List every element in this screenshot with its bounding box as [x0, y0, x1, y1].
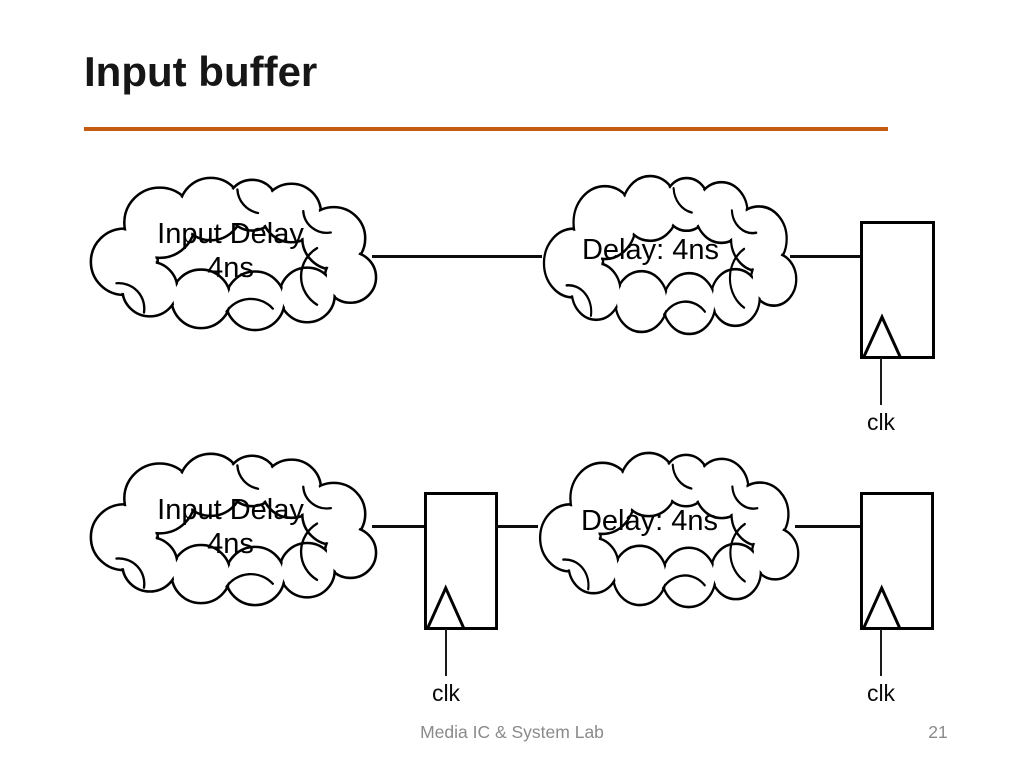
cloud-label-line2: 4ns — [207, 528, 254, 560]
delay-cloud-top: Delay: 4ns — [537, 170, 798, 337]
page-number: 21 — [928, 722, 948, 742]
clock-triangle-icon — [860, 221, 935, 359]
clk-label-bottom-right: clk — [866, 680, 896, 706]
wire-input-to-delay-top — [372, 255, 542, 258]
wire-delay-to-flipflop-bottom — [795, 525, 862, 528]
delay-cloud-bottom: Delay: 4ns — [533, 447, 800, 610]
cloud-label-line1: Input Delay — [157, 218, 304, 250]
input-flipflop-bottom — [424, 492, 498, 630]
cloud-label: Input Delay 4ns — [83, 217, 378, 285]
wire-delay-to-flipflop-top — [790, 255, 862, 258]
flipflop-top — [860, 221, 935, 359]
clock-stem-top — [880, 358, 882, 405]
flipflop-symbol — [860, 492, 934, 630]
input-delay-cloud-top: Input Delay 4ns — [83, 172, 378, 333]
slide-title: Input buffer — [84, 48, 318, 95]
cloud-label-line2: 4ns — [207, 252, 254, 284]
clock-stem-bottom-left — [445, 629, 447, 676]
clk-label-bottom-left: clk — [431, 680, 461, 706]
cloud-label: Delay: 4ns — [581, 234, 719, 266]
wire-input-to-flipflop-bottom — [372, 525, 426, 528]
clk-label-top: clk — [866, 409, 896, 435]
clock-triangle-icon — [860, 492, 934, 630]
input-delay-cloud-bottom: Input Delay 4ns — [83, 448, 378, 608]
cloud-label: Input Delay 4ns — [83, 493, 378, 561]
cloud-label-line1: Input Delay — [157, 494, 304, 526]
footer-text: Media IC & System Lab — [420, 722, 604, 742]
capture-flipflop-bottom — [860, 492, 934, 630]
cloud-label: Delay: 4ns — [580, 505, 718, 537]
clock-triangle-icon — [424, 492, 498, 630]
flipflop-symbol — [424, 492, 498, 630]
wire-flipflop-to-delay-bottom — [496, 525, 538, 528]
flipflop-symbol — [860, 221, 935, 359]
clock-stem-bottom-right — [880, 629, 882, 676]
title-underline — [84, 127, 888, 131]
